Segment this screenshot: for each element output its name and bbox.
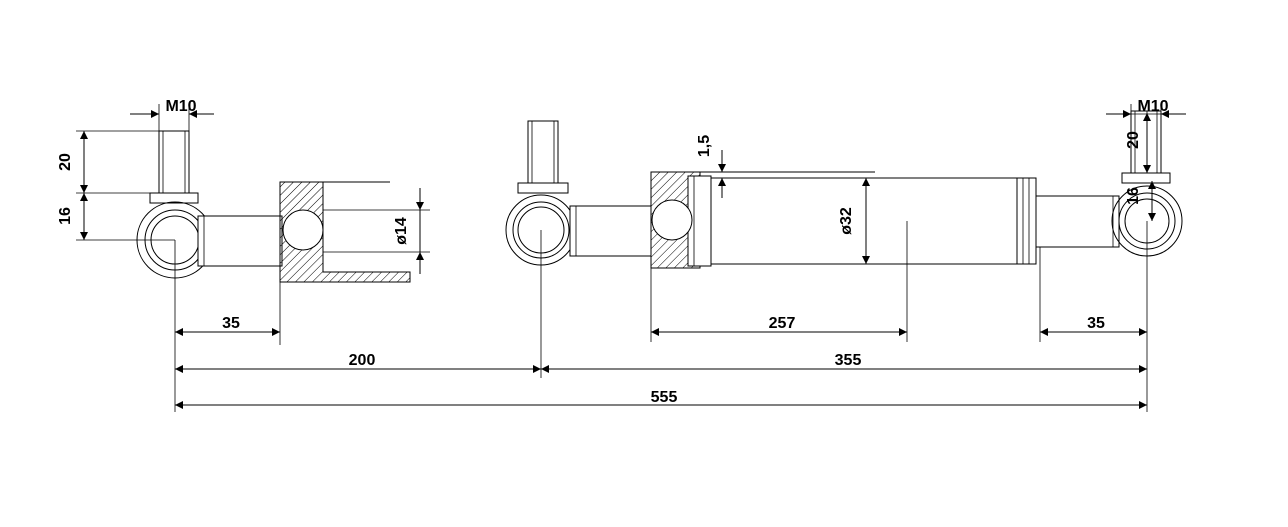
- middle-stud-collar: [517, 182, 569, 194]
- dim-200: 200: [349, 352, 376, 369]
- left-socket-ball: [282, 209, 324, 251]
- dim-d14: ø14: [393, 217, 410, 245]
- wall-thickness-dimension: 1,5: [696, 135, 726, 198]
- right-vertical-dimensions: 20 16: [1125, 111, 1156, 221]
- dim-20-right: 20: [1125, 131, 1142, 149]
- dim-355: 355: [835, 352, 862, 369]
- left-m10-dimension: M10: [130, 98, 214, 131]
- middle-eye-end: [505, 120, 652, 378]
- dim-35-right: 35: [1087, 315, 1105, 332]
- dim-m10-right: M10: [1137, 98, 1168, 115]
- left-vertical-dimensions: 20 16: [57, 130, 175, 241]
- cylinder-section: [650, 171, 1037, 342]
- right-m10-dimension: M10: [1106, 98, 1186, 118]
- right-rod: [1035, 195, 1120, 248]
- dim-555: 555: [651, 389, 678, 406]
- dim-16-left: 16: [57, 207, 74, 225]
- middle-rod: [569, 205, 652, 257]
- horizontal-dimensions: 35 257 35 200 355 555: [174, 315, 1147, 412]
- left-rod: [197, 215, 283, 267]
- right-eye-end: [1035, 110, 1183, 412]
- dim-1-5: 1,5: [696, 135, 713, 157]
- left-eye-end: [136, 130, 283, 345]
- cylinder-inner-ball: [651, 199, 693, 241]
- cylinder-body: [710, 177, 1018, 265]
- diameter-32-dimension: ø32: [838, 177, 880, 265]
- dim-20-left: 20: [57, 153, 74, 171]
- dim-257: 257: [769, 315, 796, 332]
- dim-d32: ø32: [838, 207, 855, 235]
- dim-m10-left: M10: [165, 98, 196, 115]
- middle-threaded-stud: [527, 120, 559, 184]
- left-ball-socket-section: [279, 181, 411, 345]
- dim-16-right: 16: [1125, 187, 1142, 205]
- cylinder-end-cap: [1016, 177, 1037, 265]
- diameter-14-dimension: ø14: [323, 188, 430, 274]
- left-stud-collar: [149, 192, 199, 204]
- left-threaded-stud: [158, 130, 190, 194]
- dim-35-left: 35: [222, 315, 240, 332]
- right-stud-collar: [1121, 172, 1171, 184]
